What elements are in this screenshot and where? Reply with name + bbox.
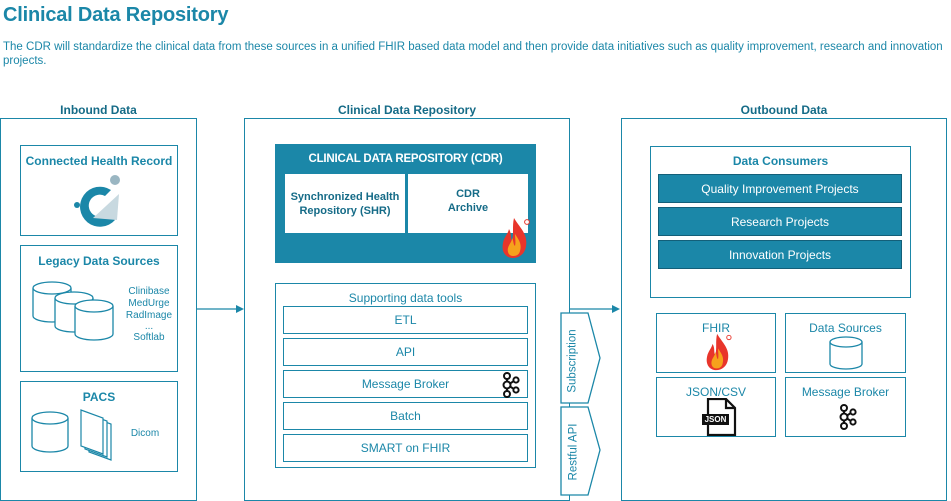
outbound-label: Outbound Data [740, 103, 828, 117]
cdr-core-title: CLINICAL DATA REPOSITORY (CDR) [308, 153, 503, 165]
json-csv-card: JSON/CSV JSON [656, 377, 776, 437]
legacy-sources-card: Legacy Data Sources Clinibase MedUrge Ra… [20, 245, 178, 372]
tool-api: API [283, 338, 528, 366]
connected-health-title: Connected Health Record [25, 154, 173, 168]
consumer-innovation: Innovation Projects [658, 240, 902, 269]
shr-box: Synchronized Health Repository (SHR) [285, 174, 405, 233]
database-stack-icon [32, 281, 114, 341]
legacy-source-item: MedUrge [128, 298, 170, 309]
restful-api-label: Restful API [566, 423, 579, 481]
tool-etl: ETL [283, 306, 528, 334]
subscription-tab [560, 312, 601, 404]
supporting-tools-title: Supporting data tools [348, 291, 463, 305]
kafka-icon [502, 372, 520, 398]
pacs-database-icon [31, 411, 69, 453]
pacs-title: PACS [82, 390, 116, 404]
fhir-format-label: FHIR [702, 321, 730, 335]
dicom-documents-icon [80, 409, 112, 461]
fhir-flame-icon [706, 333, 732, 371]
json-file-badge: JSON [704, 415, 727, 424]
page-title: Clinical Data Repository [3, 4, 229, 26]
restful-api-tab [560, 406, 601, 496]
cdr-column-label: Clinical Data Repository [337, 103, 477, 117]
legacy-sources-title: Legacy Data Sources [38, 254, 160, 268]
connected-health-card: Connected Health Record [20, 145, 178, 236]
tool-batch: Batch [283, 402, 528, 430]
consumer-quality-improvement: Quality Improvement Projects [658, 174, 902, 203]
cdr-archive-box: CDR Archive [408, 174, 528, 233]
tool-message-broker: Message Broker [283, 370, 528, 398]
legacy-source-item: Softlab [133, 332, 165, 343]
connected-health-logo-icon [74, 175, 120, 227]
json-csv-label: JSON/CSV [685, 385, 746, 399]
message-broker-card: Message Broker [785, 377, 906, 437]
database-icon [829, 336, 863, 370]
data-sources-label: Data Sources [809, 321, 882, 335]
pacs-card: PACS Dicom [20, 381, 178, 472]
consumer-research: Research Projects [658, 207, 902, 236]
inbound-arrow-head [236, 305, 244, 313]
legacy-source-item: Clinibase [128, 286, 170, 297]
fhir-format-card: FHIR [656, 313, 776, 373]
inbound-label: Inbound Data [60, 103, 137, 117]
fhir-flame-icon [502, 218, 530, 258]
outbound-arrow-head [612, 305, 620, 313]
legacy-source-item: RadImage [125, 310, 173, 321]
cdr-core-box: CLINICAL DATA REPOSITORY (CDR) Synchroni… [275, 144, 536, 263]
side-arrow-tabs [560, 312, 601, 496]
page-subtitle: The CDR will standardize the clinical da… [3, 41, 943, 67]
tool-message-broker-label: Message Broker [361, 377, 450, 391]
pacs-caption: Dicom [130, 428, 160, 439]
kafka-icon [839, 404, 857, 430]
data-consumers-title: Data Consumers [732, 154, 829, 168]
json-file-icon [702, 398, 737, 436]
cdr-archive-label: CDR Archive [447, 187, 489, 214]
data-sources-card: Data Sources [785, 313, 906, 373]
legacy-source-item: ... [144, 321, 154, 332]
tool-smart-on-fhir: SMART on FHIR [283, 434, 528, 462]
subscription-label: Subscription [566, 329, 579, 393]
message-broker-label: Message Broker [801, 385, 890, 399]
